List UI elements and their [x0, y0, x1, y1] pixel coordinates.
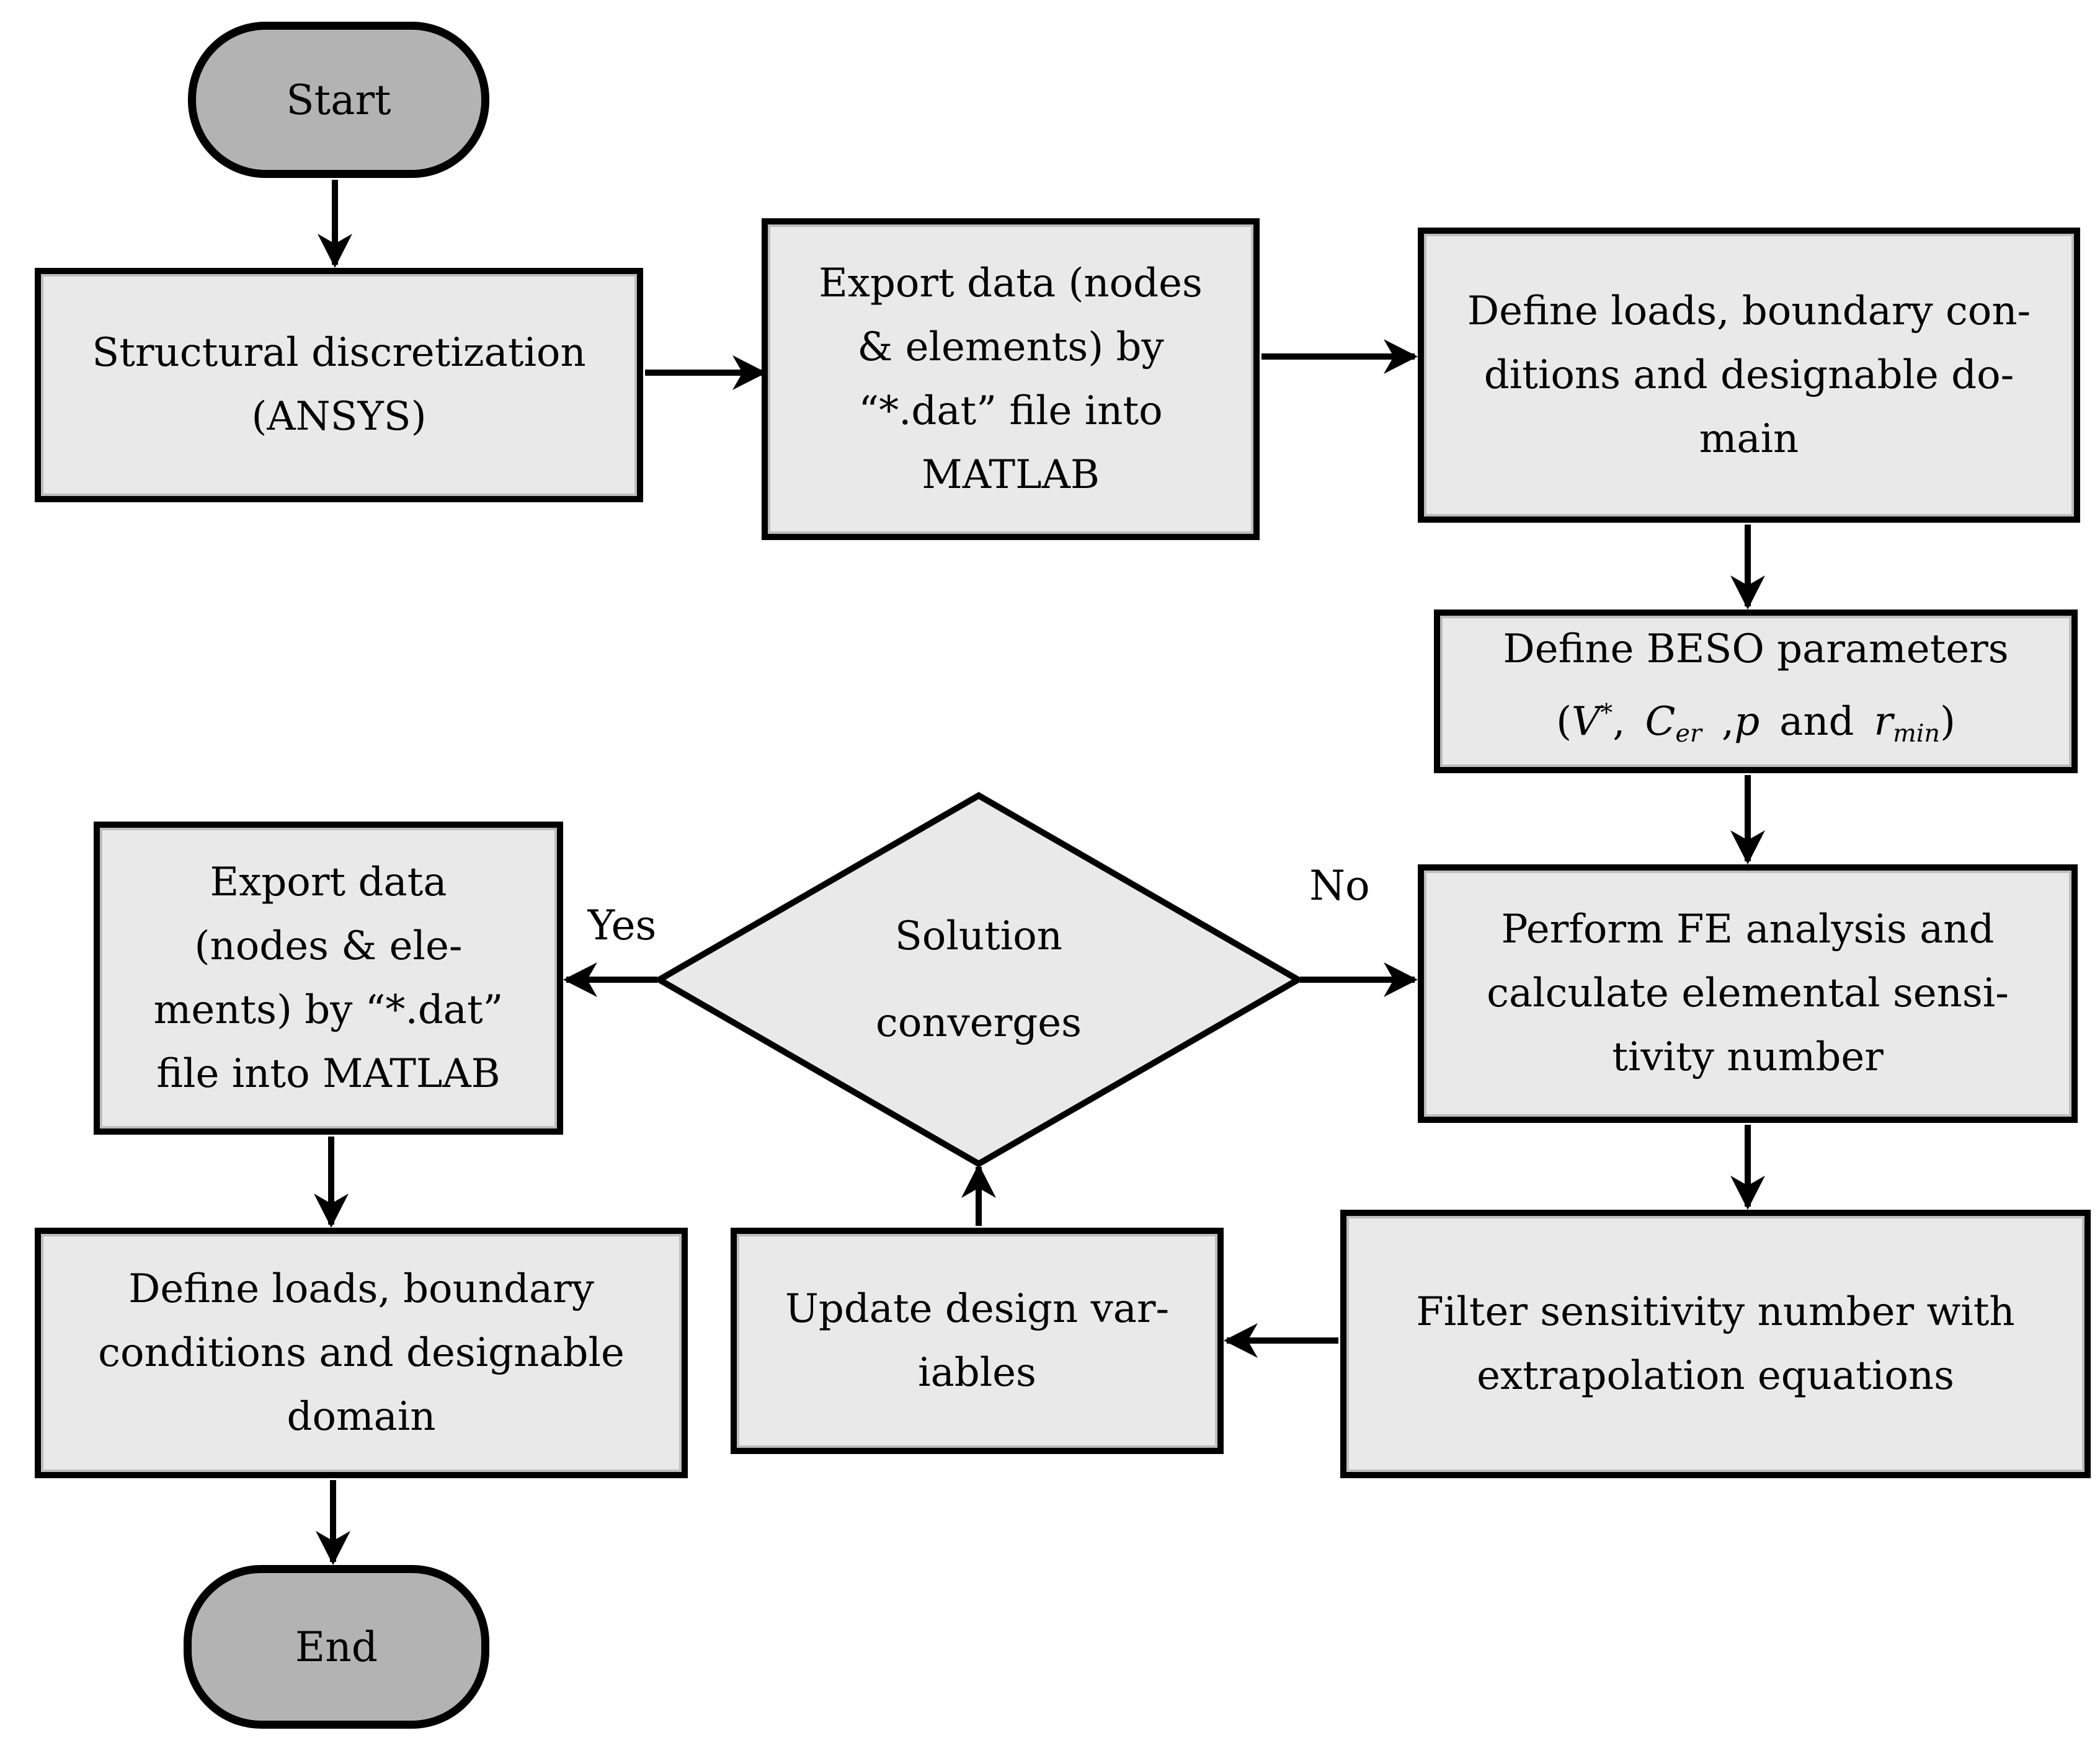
math-c-subscript: er [1675, 719, 1702, 748]
beso-parameters-math: (V*, Cer ,p and rmin) [1556, 681, 1955, 766]
math-separator-1: , [1613, 698, 1645, 745]
node-define-loads-top: Define loads, boundary con- ditions and … [1418, 228, 2080, 523]
node-perform-fe-analysis: Perform FE analysis and calculate elemen… [1418, 864, 2078, 1123]
structural-discretization-label: Structural discretization (ANSYS) [92, 330, 586, 440]
node-start-terminal: Start [188, 22, 489, 178]
node-filter-sensitivity: Filter sensitivity number with extrapola… [1340, 1210, 2091, 1478]
export-data-left-label: Export data (nodes & ele- ments) by “*.d… [153, 859, 504, 1097]
math-symbol-r: r [1874, 698, 1893, 745]
math-and-word: and [1760, 698, 1874, 745]
yes-label-text: Yes [587, 901, 657, 949]
export-data-top-label: Export data (nodes & elements) by “*.dat… [819, 260, 1203, 498]
define-loads-top-label: Define loads, boundary con- ditions and … [1467, 288, 2031, 462]
node-decision-solution-converges: Solution converges [746, 827, 1211, 1133]
start-label: Start [286, 76, 391, 124]
no-label-text: No [1309, 861, 1370, 910]
update-design-variables-label: Update design var- iables [785, 1285, 1170, 1396]
end-label: End [295, 1623, 378, 1671]
node-export-data-top: Export data (nodes & elements) by “*.dat… [762, 218, 1260, 540]
math-r-subscript: min [1893, 719, 1940, 748]
decision-label-text: Solution converges [876, 913, 1082, 1046]
define-loads-bottom-label: Define loads, boundary conditions and de… [98, 1266, 625, 1440]
edge-label-no: No [1278, 848, 1402, 923]
math-open-paren: ( [1556, 698, 1572, 745]
node-structural-discretization: Structural discretization (ANSYS) [35, 268, 643, 502]
math-symbol-p: p [1734, 698, 1760, 745]
node-define-loads-bottom: Define loads, boundary conditions and de… [35, 1228, 688, 1478]
math-separator-2: , [1701, 698, 1735, 745]
math-symbol-v: V [1572, 698, 1601, 745]
node-define-beso-parameters: Define BESO parameters (V*, Cer ,p and r… [1434, 610, 2078, 773]
node-end-terminal: End [184, 1565, 489, 1729]
node-update-design-variables: Update design var- iables [731, 1228, 1224, 1454]
edge-label-yes: Yes [560, 888, 684, 962]
math-symbol-c: C [1645, 698, 1676, 745]
beso-parameters-title: Define BESO parameters [1503, 626, 2009, 672]
perform-fe-analysis-label: Perform FE analysis and calculate elemen… [1487, 907, 2009, 1080]
math-v-superscript: * [1600, 698, 1613, 727]
node-export-data-left: Export data (nodes & ele- ments) by “*.d… [94, 822, 563, 1135]
math-close-paren: ) [1939, 698, 1955, 745]
filter-sensitivity-label: Filter sensitivity number with extrapola… [1416, 1288, 2015, 1399]
decision-diamond-shape [652, 792, 1305, 1168]
